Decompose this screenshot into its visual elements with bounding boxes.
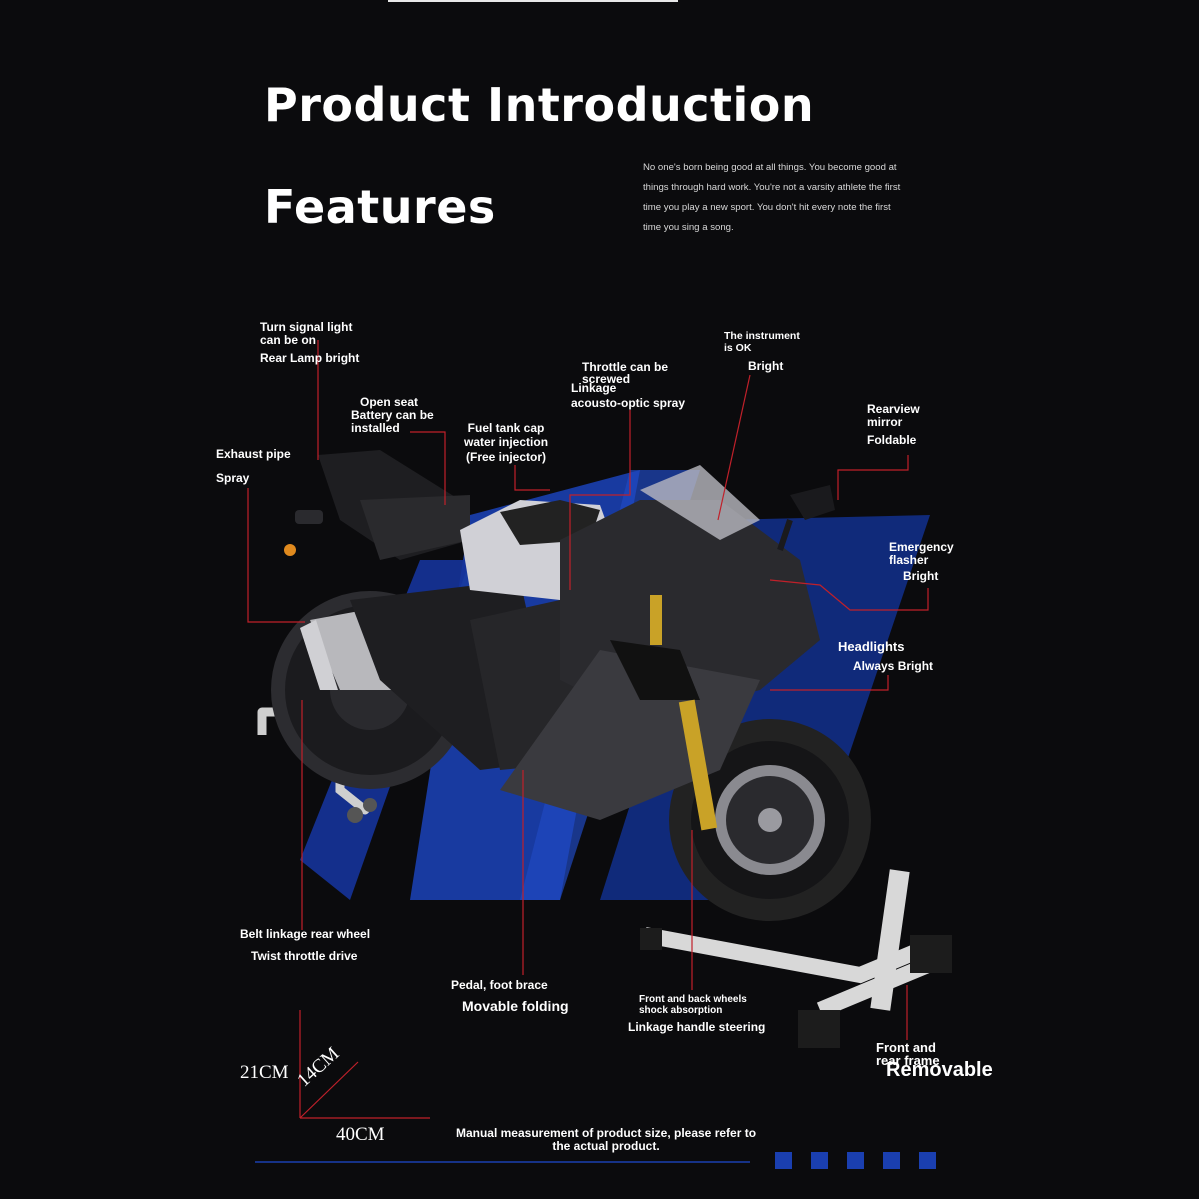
features-heading: Features: [264, 180, 496, 234]
instrument-label: The instrument is OK Bright: [724, 330, 800, 372]
label-line: Emergency: [889, 540, 954, 554]
label-line: The instrument: [724, 330, 800, 342]
throttle-label: Throttle can be screwed Linkage acousto-…: [571, 361, 685, 410]
shock-absorption-label: Front and back wheels shock absorption L…: [628, 994, 765, 1034]
label-line: Always Bright: [853, 659, 934, 673]
label-line: (Free injector): [466, 450, 547, 464]
fuel-tank-label: Fuel tank cap water injection (Free inje…: [464, 422, 548, 464]
label-line: Twist throttle drive: [251, 949, 358, 963]
decor-square: [775, 1152, 792, 1169]
pedal-label: Pedal, foot brace Movable folding: [451, 978, 569, 1014]
emergency-flasher-label: Emergency flasher Bright: [889, 541, 954, 583]
height-dimension: 21CM: [240, 1062, 289, 1083]
measurement-note: Manual measurement of product size, plea…: [455, 1126, 757, 1153]
label-line: Front and back wheels: [639, 994, 747, 1005]
exhaust-label: Exhaust pipe Spray: [216, 448, 291, 485]
label-line: Spray: [216, 471, 250, 485]
decor-square: [919, 1152, 936, 1169]
label-line: Bright: [903, 569, 939, 583]
label-line: water injection: [464, 435, 549, 449]
length-dimension: 40CM: [336, 1124, 385, 1145]
mirror-label: Rearview mirror Foldable: [867, 403, 920, 447]
label-line: Removable: [886, 1059, 993, 1081]
label-line: screwed: [582, 372, 631, 386]
dimension-lines: [299, 1010, 430, 1119]
turn-signal-label: Turn signal light can be on Rear Lamp br…: [260, 321, 359, 365]
label-line: Belt linkage rear wheel: [240, 927, 371, 941]
decor-square: [811, 1152, 828, 1169]
decor-square: [883, 1152, 900, 1169]
label-line: Pedal, foot brace: [451, 978, 548, 992]
label-line: Movable folding: [462, 998, 569, 1014]
label-line: Fuel tank cap: [467, 421, 545, 435]
label-line: Throttle can be: [582, 360, 669, 374]
decor-square: [847, 1152, 864, 1169]
label-line: Rearview: [867, 402, 920, 416]
label-line: Linkage: [571, 381, 617, 395]
label-line: Open seat: [360, 395, 419, 409]
label-line: Linkage handle steering: [628, 1020, 766, 1034]
label-line: Exhaust pipe: [216, 447, 291, 461]
label-line: shock absorption: [639, 1005, 723, 1016]
top-divider: [388, 0, 678, 2]
frame-label: Front and rear frame Removable: [876, 1041, 993, 1081]
open-seat-label: Open seat Battery can be installed: [351, 396, 434, 435]
label-line: Battery can be: [351, 408, 434, 422]
intro-paragraph: No one's born being good at all things. …: [643, 162, 901, 233]
label-line: acousto-optic spray: [571, 396, 686, 410]
label-line: flasher: [889, 553, 929, 567]
label-line: is OK: [724, 342, 752, 354]
front-stand: [640, 869, 952, 1048]
label-line: Headlights: [838, 639, 905, 654]
label-line: mirror: [867, 415, 903, 429]
label-line: Turn signal light: [260, 320, 353, 334]
headlights-label: Headlights Always Bright: [838, 640, 933, 673]
label-line: Bright: [748, 359, 784, 373]
label-line: Rear Lamp bright: [260, 351, 360, 365]
belt-linkage-label: Belt linkage rear wheel Twist throttle d…: [240, 928, 370, 963]
label-line: can be on: [260, 333, 317, 347]
page-title: Product Introduction: [264, 78, 815, 132]
label-line: rear frame: [876, 1053, 940, 1068]
label-line: Foldable: [867, 433, 917, 447]
label-line: Front and: [876, 1040, 936, 1055]
label-line: installed: [351, 421, 400, 435]
